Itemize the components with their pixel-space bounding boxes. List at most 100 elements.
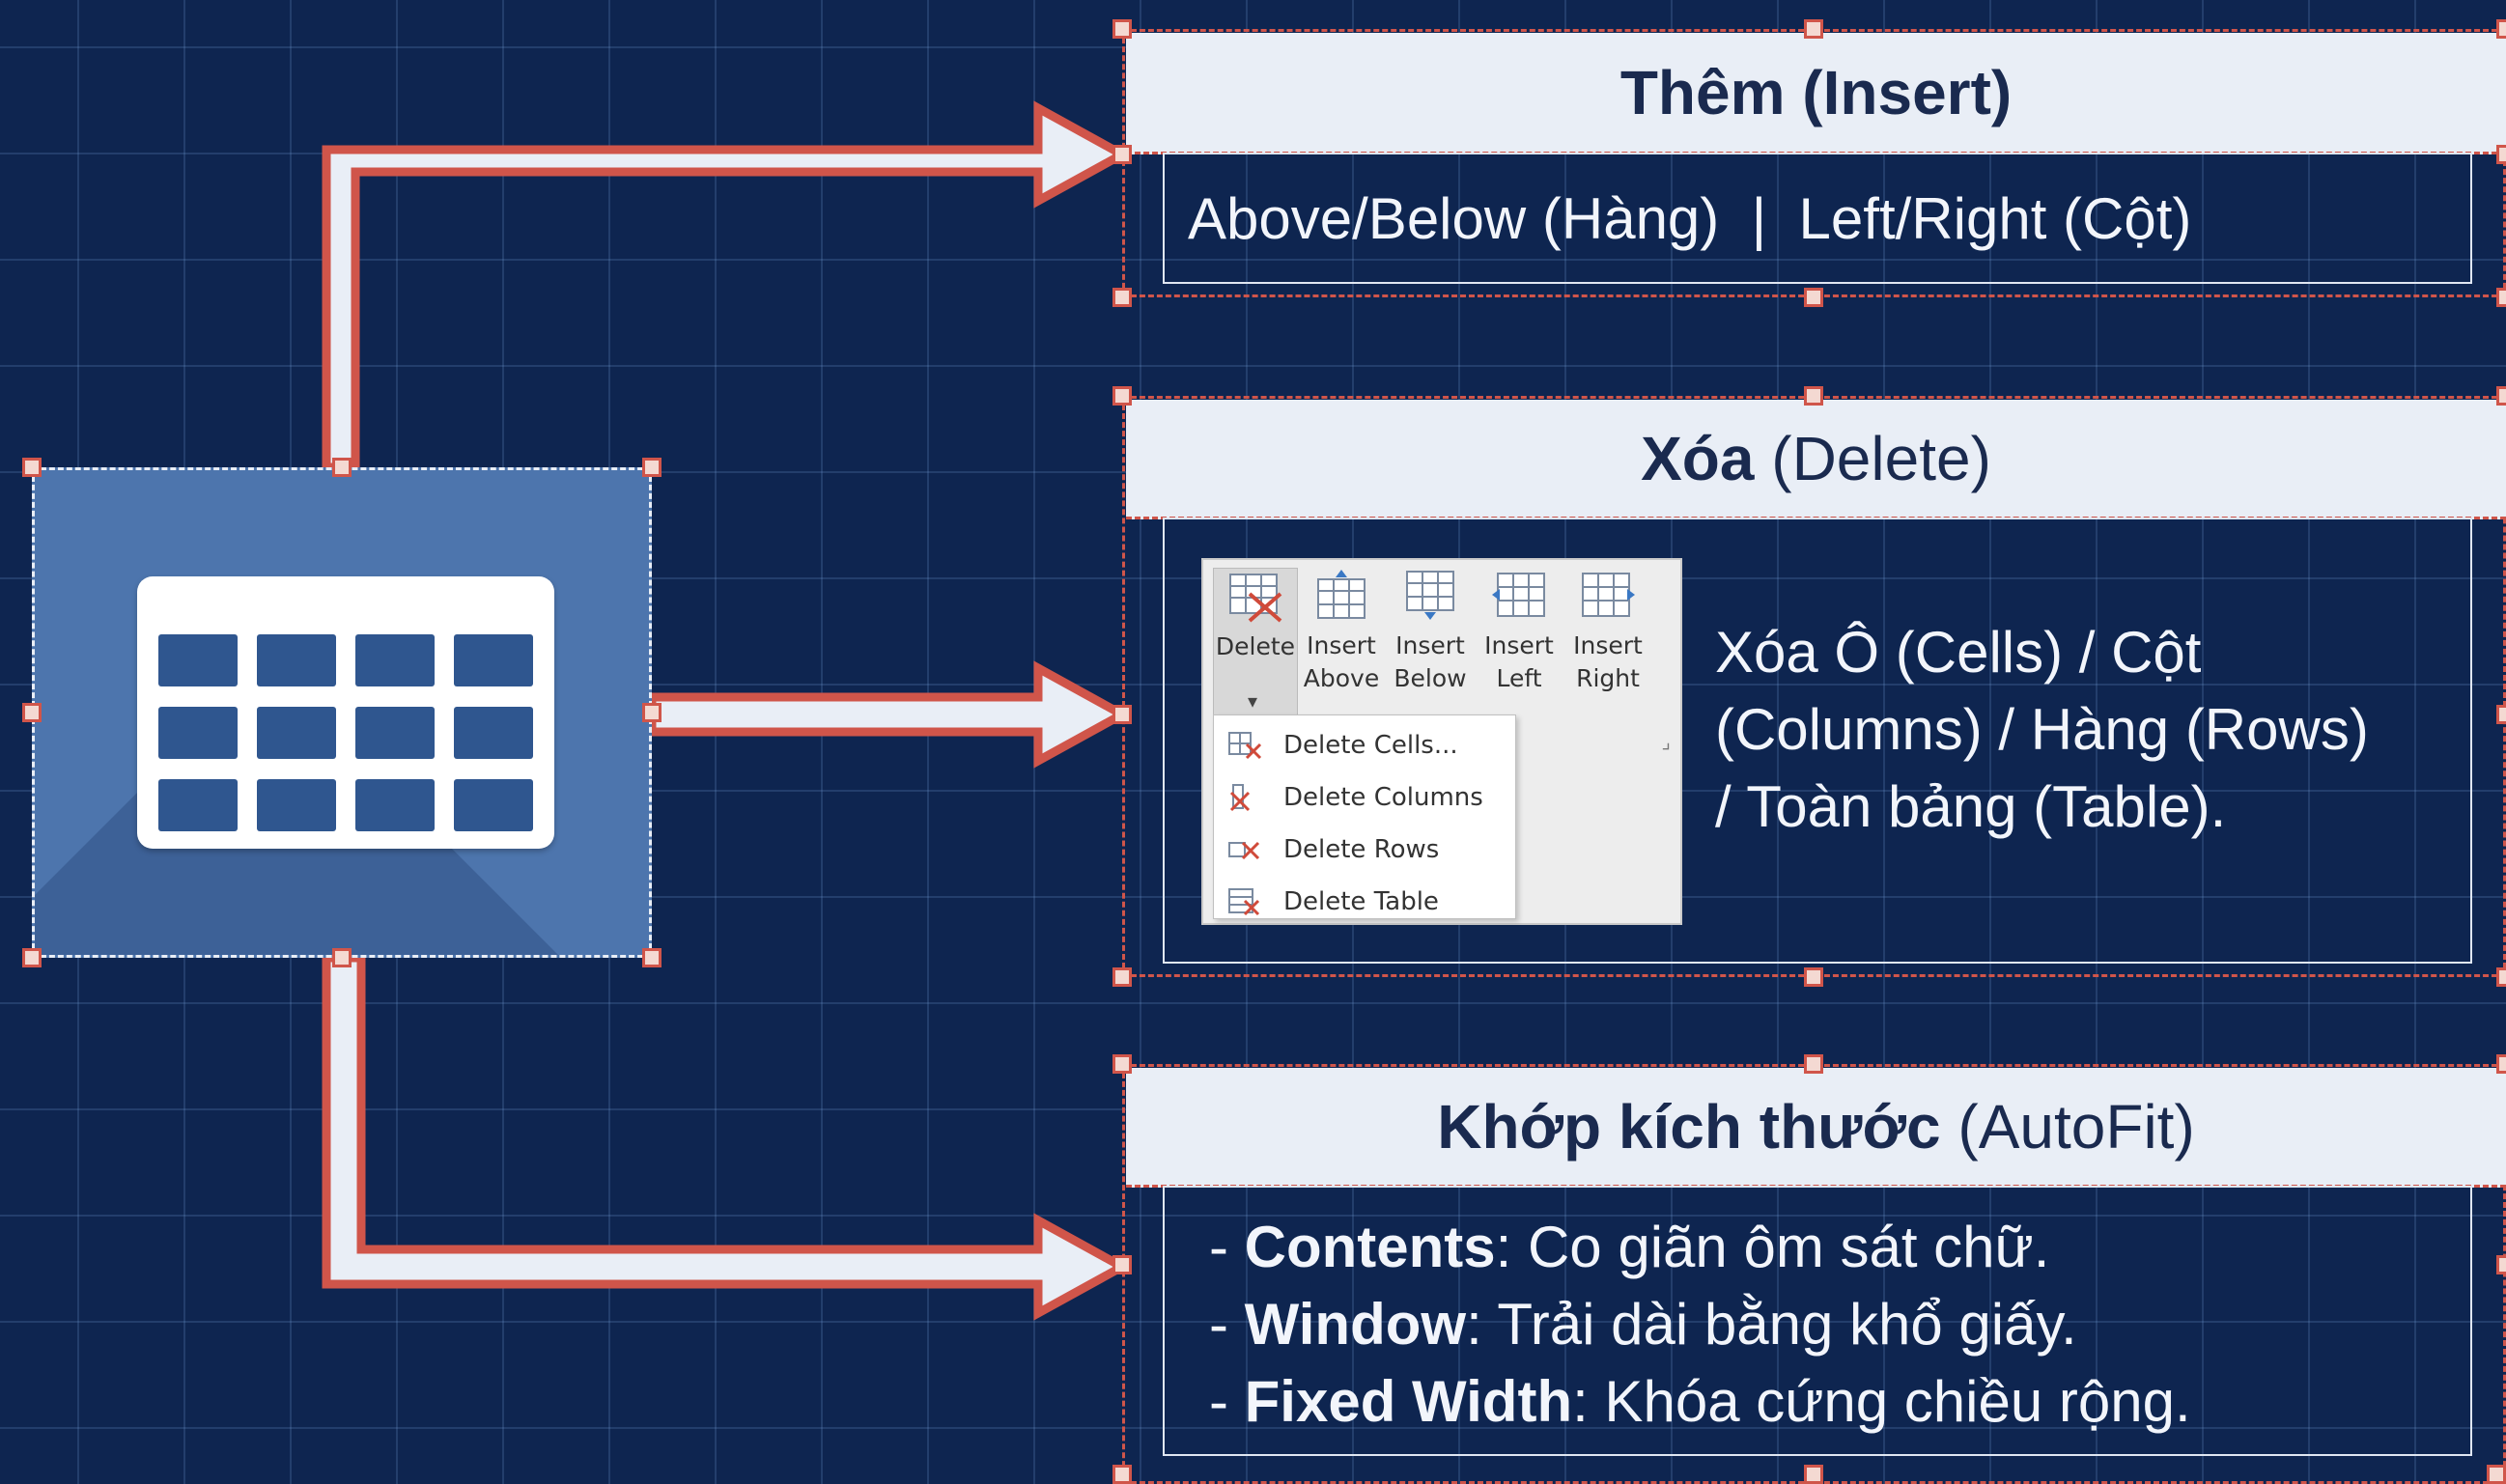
table-icon-cell (454, 707, 533, 759)
delete-columns-label: Delete Columns (1283, 783, 1483, 812)
insert-row-below-icon (1406, 571, 1454, 620)
autofit-term: Contents (1244, 1215, 1496, 1279)
delete-description-line: Xóa Ô (Cells) / Cột (1715, 620, 2202, 685)
resize-handle[interactable] (1112, 1465, 1132, 1484)
resize-handle[interactable] (332, 458, 352, 477)
autofit-list: - Contents: Co giãn ôm sát chữ. - Window… (1209, 1209, 2191, 1441)
autofit-term: Fixed Width (1244, 1369, 1573, 1434)
resize-handle[interactable] (1112, 1054, 1132, 1074)
resize-handle[interactable] (1804, 1465, 1823, 1484)
table-grid-icon (137, 576, 554, 849)
resize-handle[interactable] (22, 458, 42, 477)
resize-handle[interactable] (2496, 1255, 2506, 1274)
delete-cells-item[interactable]: Delete Cells... (1214, 719, 1515, 771)
delete-panel-body (1163, 518, 2472, 964)
insert-column-left-icon (1492, 573, 1545, 617)
delete-table-label: Delete Table (1283, 887, 1439, 916)
autofit-term: Window (1244, 1292, 1467, 1357)
resize-handle[interactable] (2496, 1054, 2506, 1074)
delete-description: Xóa Ô (Cells) / Cột (Columns) / Hàng (Ro… (1715, 614, 2369, 846)
autofit-panel-header: Khớp kích thước (AutoFit) (1126, 1068, 2506, 1188)
insert-below-button[interactable]: Insert Below (1389, 568, 1472, 732)
table-icon-cell (454, 779, 533, 831)
delete-dropdown-menu: Delete Cells... Delete Columns Delete Ro… (1213, 714, 1516, 919)
delete-cells-icon (1228, 732, 1262, 760)
resize-handle[interactable] (332, 948, 352, 967)
delete-cells-label: Delete Cells... (1283, 731, 1458, 760)
resize-handle[interactable] (2496, 19, 2506, 39)
table-icon-cell (257, 634, 336, 686)
resize-handle[interactable] (1112, 386, 1132, 406)
delete-ribbon-button[interactable]: Delete (1213, 568, 1298, 734)
resize-handle[interactable] (2496, 705, 2506, 724)
resize-handle[interactable] (1804, 386, 1823, 406)
resize-handle[interactable] (2496, 145, 2506, 164)
delete-table-item[interactable]: Delete Table (1214, 876, 1515, 928)
insert-above-label-1: Insert (1307, 631, 1376, 659)
delete-title-suffix: (Delete) (1754, 423, 1991, 493)
insert-options-text: Above/Below (Hàng) | Left/Right (Cột) (1188, 186, 2192, 251)
resize-handle[interactable] (2496, 288, 2506, 307)
delete-title: Xóa (1641, 423, 1755, 493)
resize-handle[interactable] (1804, 1054, 1823, 1074)
autofit-item-fixed-width: - Fixed Width: Khóa cứng chiều rộng. (1209, 1369, 2191, 1434)
table-icon-cell (158, 779, 238, 831)
insert-row-above-icon (1317, 570, 1366, 619)
resize-handle[interactable] (1112, 288, 1132, 307)
table-icon-cell (454, 634, 533, 686)
resize-handle[interactable] (1804, 19, 1823, 39)
delete-rows-icon (1228, 841, 1260, 860)
delete-ribbon-label: Delete (1215, 632, 1296, 660)
arrow-to-autofit (322, 953, 1132, 1321)
delete-rows-item[interactable]: Delete Rows (1214, 824, 1515, 876)
delete-description-line: / Toàn bảng (Table). (1715, 774, 2227, 839)
table-icon-cell (158, 707, 238, 759)
ribbon-screenshot: Delete ▾ Insert Above Insert Below (1201, 558, 1682, 925)
insert-title: Thêm (Insert) (1619, 57, 2013, 127)
insert-panel-body: Above/Below (Hàng) | Left/Right (Cột) (1163, 153, 2472, 284)
resize-handle[interactable] (22, 948, 42, 967)
resize-handle[interactable] (1804, 967, 1823, 987)
autofit-panel-body: - Contents: Co giãn ôm sát chữ. - Window… (1163, 1186, 2472, 1456)
insert-below-label-1: Insert (1395, 631, 1465, 659)
autofit-title-suffix: (AutoFit) (1940, 1091, 2195, 1162)
resize-handle[interactable] (2496, 386, 2506, 406)
resize-handle[interactable] (642, 948, 662, 967)
insert-above-button[interactable]: Insert Above (1300, 568, 1383, 732)
resize-handle[interactable] (642, 458, 662, 477)
insert-column-right-icon (1582, 573, 1635, 617)
insert-right-button[interactable]: Insert Right (1566, 568, 1649, 732)
resize-handle[interactable] (22, 703, 42, 722)
dialog-launcher-icon[interactable]: ⌟ (1661, 730, 1671, 753)
arrow-to-insert (322, 100, 1132, 472)
delete-description-line: (Columns) / Hàng (Rows) (1715, 697, 2369, 762)
resize-handle[interactable] (1112, 705, 1132, 724)
resize-handle[interactable] (2487, 1465, 2506, 1484)
resize-handle[interactable] (1112, 19, 1132, 39)
insert-panel-header: Thêm (Insert) (1126, 33, 2506, 154)
autofit-desc: : Trải dài bằng khổ giấy. (1466, 1292, 2077, 1357)
delete-columns-item[interactable]: Delete Columns (1214, 771, 1515, 824)
autofit-desc: : Khóa cứng chiều rộng. (1572, 1369, 2191, 1434)
delete-panel-header: Xóa (Delete) (1126, 400, 2506, 519)
table-icon-cell (355, 634, 435, 686)
resize-handle[interactable] (1112, 967, 1132, 987)
table-icon-cell (257, 707, 336, 759)
insert-left-button[interactable]: Insert Left (1478, 568, 1561, 732)
autofit-desc: : Co giãn ôm sát chữ. (1495, 1215, 2050, 1279)
resize-handle[interactable] (642, 703, 662, 722)
resize-handle[interactable] (1112, 1255, 1132, 1274)
autofit-title: Khớp kích thước (1437, 1091, 1941, 1162)
resize-handle[interactable] (2496, 967, 2506, 987)
table-tile[interactable] (32, 467, 652, 958)
resize-handle[interactable] (1804, 288, 1823, 307)
autofit-item-window: - Window: Trải dài bằng khổ giấy. (1209, 1292, 2077, 1357)
resize-handle[interactable] (1112, 145, 1132, 164)
table-icon-cell (257, 779, 336, 831)
insert-above-label-2: Above (1303, 664, 1380, 692)
delete-table-icon (1228, 888, 1260, 916)
insert-right-label-1: Insert (1573, 631, 1643, 659)
autofit-item-contents: - Contents: Co giãn ôm sát chữ. (1209, 1215, 2050, 1279)
insert-right-label-2: Right (1576, 664, 1640, 692)
